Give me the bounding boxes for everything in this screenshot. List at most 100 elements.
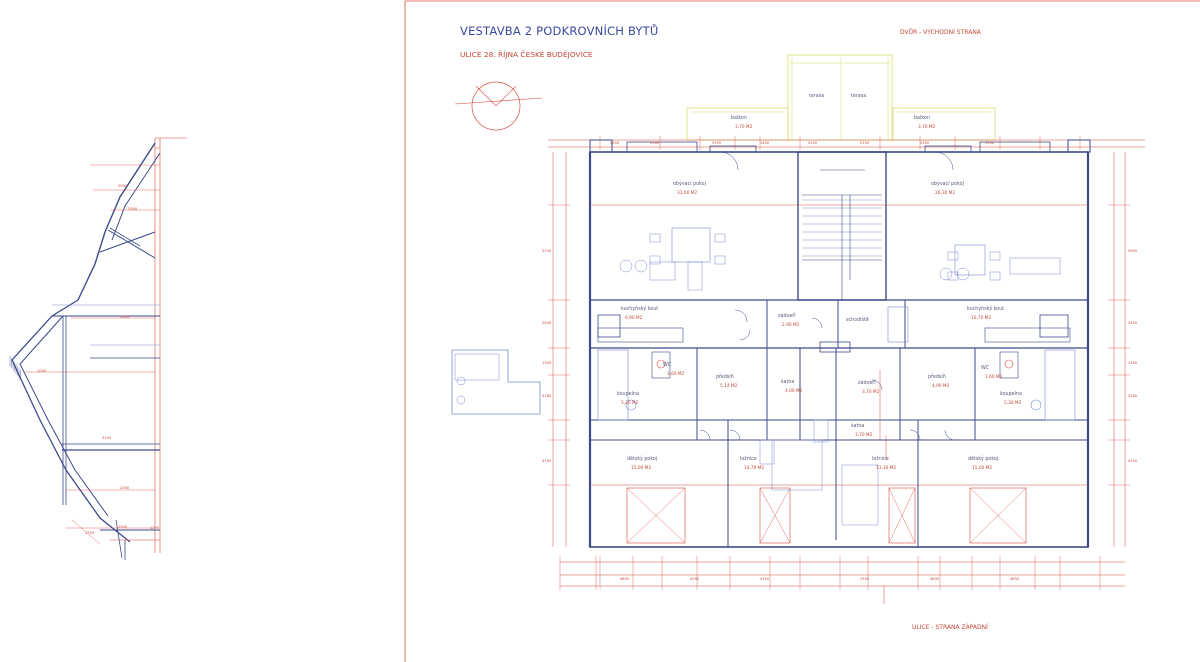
washbasin xyxy=(625,399,637,411)
plant xyxy=(634,259,648,273)
dimension-value: 1400 xyxy=(760,141,770,145)
room-area: 13,30 M2 xyxy=(876,466,897,471)
bathtub-detail xyxy=(451,349,541,415)
room-name: koupelna xyxy=(617,392,639,397)
entry-vestibule xyxy=(766,299,839,349)
dimension-value: 2100 xyxy=(985,141,995,145)
stairwell-landing xyxy=(837,299,906,349)
room-area: 3,70 M2 xyxy=(918,125,936,130)
room-name: WC xyxy=(663,363,672,368)
room-area: 4,90 M2 xyxy=(932,384,950,389)
dimension-value: 1290 xyxy=(150,526,160,530)
wardrobe-cross xyxy=(969,487,1027,544)
dimension-value: 2900 xyxy=(118,184,128,188)
chair xyxy=(989,251,1001,261)
bathtub xyxy=(1044,349,1076,421)
room-name: terasa xyxy=(851,94,867,99)
bed xyxy=(771,439,823,491)
dimension-value: 1750 xyxy=(85,531,95,535)
kitchen-island xyxy=(649,261,676,281)
dining-table xyxy=(954,244,986,276)
room-area: 5,30 M2 xyxy=(1004,401,1022,406)
stair-shaft xyxy=(887,306,909,343)
roof-outline-upper xyxy=(77,142,156,301)
dimension-value: 1000 xyxy=(37,369,47,373)
balcony-left xyxy=(686,107,789,141)
dimension-value: 4850 xyxy=(1010,577,1020,581)
door-swing xyxy=(729,429,741,441)
dimension-value: 4850 xyxy=(620,577,630,581)
room-name: šatna xyxy=(851,424,865,429)
room-area: 26,30 M2 xyxy=(935,191,956,196)
toilet xyxy=(656,359,666,369)
room-name: balkon xyxy=(914,116,930,121)
street-orientation-note: ULICE - STRANA ZÁPADNÍ xyxy=(912,624,988,631)
dimension-value: 4800 xyxy=(930,577,940,581)
door-swing xyxy=(734,309,748,323)
door-swing xyxy=(739,329,751,341)
chair xyxy=(947,271,959,281)
dimension-value: 4150 xyxy=(1128,459,1138,463)
door-swing xyxy=(719,151,739,171)
dimension-value: 3180 xyxy=(542,394,552,398)
balcony-right xyxy=(892,107,996,141)
plant xyxy=(956,267,970,281)
room-name: WC xyxy=(981,366,990,371)
room-area: 5,20 M2 xyxy=(621,401,639,406)
room-area: 10,70 M2 xyxy=(971,316,992,321)
plant xyxy=(939,267,953,281)
dimension-value: 2000 xyxy=(120,486,130,490)
door-swing xyxy=(934,151,954,171)
room-area: 14,70 M2 xyxy=(744,466,765,471)
room-name: schodiště xyxy=(846,318,869,323)
dimension-value: 2400 xyxy=(1128,321,1138,325)
roof-brace xyxy=(107,229,156,259)
chair xyxy=(649,255,661,265)
courtyard-orientation-note: DVŮR - VÝCHODNÍ STRANA xyxy=(900,29,981,36)
wardrobe xyxy=(888,487,916,544)
room-name: dětský pokoj xyxy=(627,457,658,462)
chair xyxy=(714,255,726,265)
sideboard xyxy=(687,261,703,291)
wardrobe xyxy=(759,487,791,544)
room-name: terasa xyxy=(809,94,825,99)
room-area: 3,70 M2 xyxy=(862,390,880,395)
door-swing xyxy=(944,429,956,441)
room-area: 15,00 M2 xyxy=(631,466,652,471)
wc-cubicle xyxy=(999,351,1019,379)
room-area: 1,60 M2 xyxy=(667,372,685,377)
wardrobe xyxy=(626,487,686,544)
room-area: 15,00 M2 xyxy=(972,466,993,471)
terrace xyxy=(787,54,893,141)
room-name: zádveří xyxy=(858,381,876,386)
chair xyxy=(989,271,1001,281)
room-name: šatna xyxy=(781,380,795,385)
nightstand xyxy=(813,419,829,443)
section-detail xyxy=(115,519,123,559)
room-area: 31,00 M2 xyxy=(677,191,698,196)
room-name: koupelna xyxy=(1000,392,1022,397)
dimension-value: 2100 xyxy=(650,141,660,145)
dimension-value: 2900 xyxy=(128,207,138,211)
room-name: předsíň xyxy=(928,375,946,380)
window xyxy=(626,141,698,153)
bathtub-detail xyxy=(456,376,466,386)
wardrobe-cross xyxy=(888,487,916,544)
wc-cubicle xyxy=(651,351,671,379)
dimension-value: 4550 xyxy=(690,577,700,581)
toilet xyxy=(1004,359,1014,369)
roof-brace xyxy=(99,231,156,253)
bathtub-detail xyxy=(456,395,466,405)
dining-table xyxy=(671,227,711,263)
kitchen-island xyxy=(1009,257,1061,275)
section-outline xyxy=(11,299,131,543)
entry-door xyxy=(819,341,851,353)
roof-brace xyxy=(109,227,141,247)
door-swing xyxy=(699,429,711,441)
drawing-subtitle: ULICE 28. ŘÍJNA ČESKÉ BUDĚJOVICE xyxy=(460,50,593,59)
drawing-title: VESTAVBA 2 PODKROVNÍCH BYTŮ xyxy=(460,24,659,38)
section-inner xyxy=(19,315,109,517)
corner-bath xyxy=(1039,314,1069,338)
dimension-value: 2500 xyxy=(808,141,818,145)
